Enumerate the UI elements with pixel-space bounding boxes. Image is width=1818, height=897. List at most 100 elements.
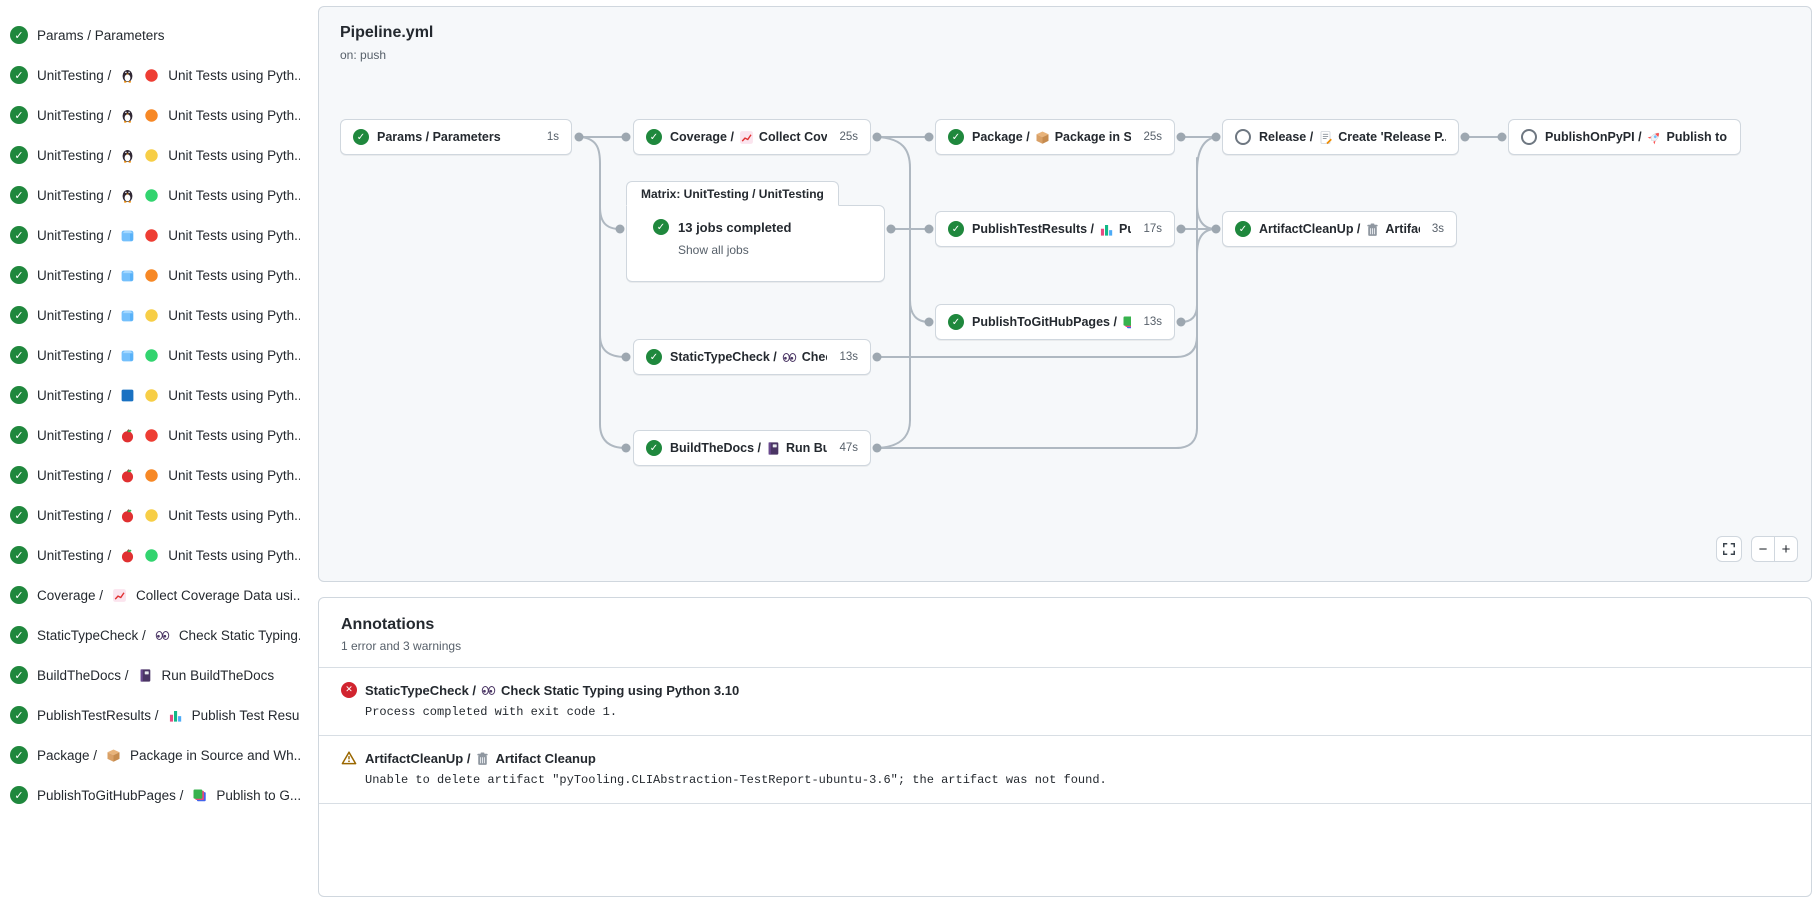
apple-icon [120,548,135,563]
sidebar-job-item[interactable]: ✓UnitTesting /Unit Tests using Pyth... [0,135,300,175]
node-label: PublishToGitHubPages /... [972,315,1132,330]
job-label: UnitTesting / [37,387,112,403]
eyes-icon [782,350,797,365]
job-title: Unit Tests using Pyth... [168,67,300,83]
sidebar-job-item[interactable]: ✓UnitTesting /Unit Tests using Pyth... [0,55,300,95]
job-label: UnitTesting / [37,227,112,243]
node-label-post: Collect Cove... [758,130,828,144]
graph-node-artifactcleanup[interactable]: ✓ArtifactCleanUp /Artifac...3s [1222,211,1457,247]
sidebar-job-item[interactable]: ✓UnitTesting /Unit Tests using Pyth... [0,535,300,575]
fullscreen-button[interactable] [1716,536,1742,562]
success-check-icon: ✓ [10,306,28,324]
dot-green-icon [144,188,159,203]
annotations-summary: 1 error and 3 warnings [341,639,462,653]
sidebar-job-item[interactable]: ✓BuildTheDocs /Run BuildTheDocs [0,655,300,695]
sidebar-job-item[interactable]: ✓UnitTesting /Unit Tests using Pyth... [0,295,300,335]
job-title: Unit Tests using Pyth... [168,227,300,243]
sidebar-job-item[interactable]: ✓UnitTesting /Unit Tests using Pyth... [0,495,300,535]
node-duration: 25s [1143,131,1162,143]
ice-icon [120,228,135,243]
penguin-icon [120,188,135,203]
node-label-pre: StaticTypeCheck / [670,350,777,364]
graph-node-release[interactable]: Release /Create 'Release P... [1222,119,1459,155]
matrix-group-node[interactable]: ✓ 13 jobs completed Show all jobs [626,205,885,282]
sidebar-job-item[interactable]: ✓UnitTesting /Unit Tests using Pyth... [0,375,300,415]
sidebar-job-item[interactable]: ✓PublishToGitHubPages /Publish to G... [0,775,300,815]
error-icon: ✕ [341,682,357,698]
job-label: Coverage / [37,587,104,603]
workflow-file-name: Pipeline.yml [340,24,434,41]
job-label: UnitTesting / [37,467,112,483]
job-label: Params / Parameters [37,27,165,43]
zoom-out-button[interactable]: − [1751,536,1775,562]
success-check-icon: ✓ [948,129,964,145]
node-label-pre: Params / Parameters [377,130,501,144]
graph-node-coverage[interactable]: ✓Coverage /Collect Cove...25s [633,119,871,155]
job-label: UnitTesting / [37,547,112,563]
node-duration: 1s [546,131,559,143]
sidebar-job-item[interactable]: ✓Package /Package in Source and Wh... [0,735,300,775]
success-check-icon: ✓ [646,349,662,365]
job-title: Unit Tests using Pyth... [168,267,300,283]
workflow-trigger: on: push [340,48,387,62]
sidebar-job-item[interactable]: ✓UnitTesting /Unit Tests using Pyth... [0,455,300,495]
graph-node-publishtogithubpages[interactable]: ✓PublishToGitHubPages /...13s [935,304,1175,340]
node-label: Params / Parameters [377,130,535,144]
graph-node-package[interactable]: ✓ Package /Package in So... 25s [935,119,1175,155]
node-label-post: Publish to ... [1666,130,1728,144]
job-title: Unit Tests using Pyth... [168,547,300,563]
annotation-job-link[interactable]: ArtifactCleanUp /Artifact Cleanup [341,750,1789,766]
graph-node-statictypecheck[interactable]: ✓StaticTypeCheck /Chec...13s [633,339,871,375]
job-title: Package in Source and Wh... [130,747,300,763]
job-label: UnitTesting / [37,507,112,523]
job-title: Unit Tests using Pyth... [168,387,300,403]
package-icon [1035,130,1050,145]
ice-icon [120,348,135,363]
books-icon [1122,315,1132,330]
job-label: UnitTesting / [37,187,112,203]
sidebar-job-item[interactable]: ✓UnitTesting /Unit Tests using Pyth... [0,255,300,295]
jobs-sidebar: ✓Params / Parameters✓UnitTesting /Unit T… [0,0,300,815]
sidebar-job-item[interactable]: ✓UnitTesting /Unit Tests using Pyth... [0,215,300,255]
node-label-pre: PublishTestResults / [972,222,1095,236]
graph-node-publishtestresults[interactable]: ✓PublishTestResults /Pu...17s [935,211,1175,247]
memo-icon [1318,130,1333,145]
sidebar-job-item[interactable]: ✓StaticTypeCheck /Check Static Typing... [0,615,300,655]
matrix-status-text: 13 jobs completed [678,219,792,235]
sidebar-job-item[interactable]: ✓UnitTesting /Unit Tests using Pyth... [0,95,300,135]
book-icon [766,441,781,456]
annotation-message: Unable to delete artifact "pyTooling.CLI… [365,773,1107,787]
sidebar-job-item[interactable]: ✓UnitTesting /Unit Tests using Pyth... [0,175,300,215]
dot-orange-icon [144,268,159,283]
dot-orange-icon [144,108,159,123]
graph-node-publishonpypi[interactable]: PublishOnPyPI /Publish to ... [1508,119,1741,155]
dot-red-icon [144,228,159,243]
success-check-icon: ✓ [10,586,28,604]
job-title: Unit Tests using Pyth... [168,427,300,443]
sidebar-job-item[interactable]: ✓UnitTesting /Unit Tests using Pyth... [0,415,300,455]
job-label: UnitTesting / [37,347,112,363]
show-all-jobs-link[interactable]: Show all jobs [678,243,749,257]
node-label: Package /Package in So... [972,130,1131,145]
sidebar-job-item[interactable]: ✓Coverage /Collect Coverage Data usi... [0,575,300,615]
zoom-in-button[interactable]: + [1774,536,1798,562]
node-label-pre: BuildTheDocs / [670,441,761,455]
sidebar-job-item[interactable]: ✓UnitTesting /Unit Tests using Pyth... [0,335,300,375]
node-label: ArtifactCleanUp /Artifac... [1259,222,1420,237]
job-title: Run BuildTheDocs [161,667,275,683]
success-check-icon: ✓ [10,26,28,44]
sidebar-job-item[interactable]: ✓ Params / Parameters [0,15,300,55]
success-check-icon: ✓ [10,466,28,484]
node-label: PublishOnPyPI /Publish to ... [1545,130,1728,145]
node-label-post: Package in So... [1054,130,1132,144]
ice-icon [120,308,135,323]
annotation-job-link[interactable]: ✕StaticTypeCheck /Check Static Typing us… [341,682,1789,698]
rocket-icon [1647,130,1662,145]
sidebar-job-item[interactable]: ✓PublishTestResults /Publish Test Resu..… [0,695,300,735]
annotations-heading: Annotations [341,616,435,633]
fullscreen-icon [1723,543,1735,555]
graph-node-buildthedocs[interactable]: ✓BuildTheDocs /Run Buil...47s [633,430,871,466]
skipped-circle-icon [1235,129,1251,145]
book-icon [138,668,153,683]
